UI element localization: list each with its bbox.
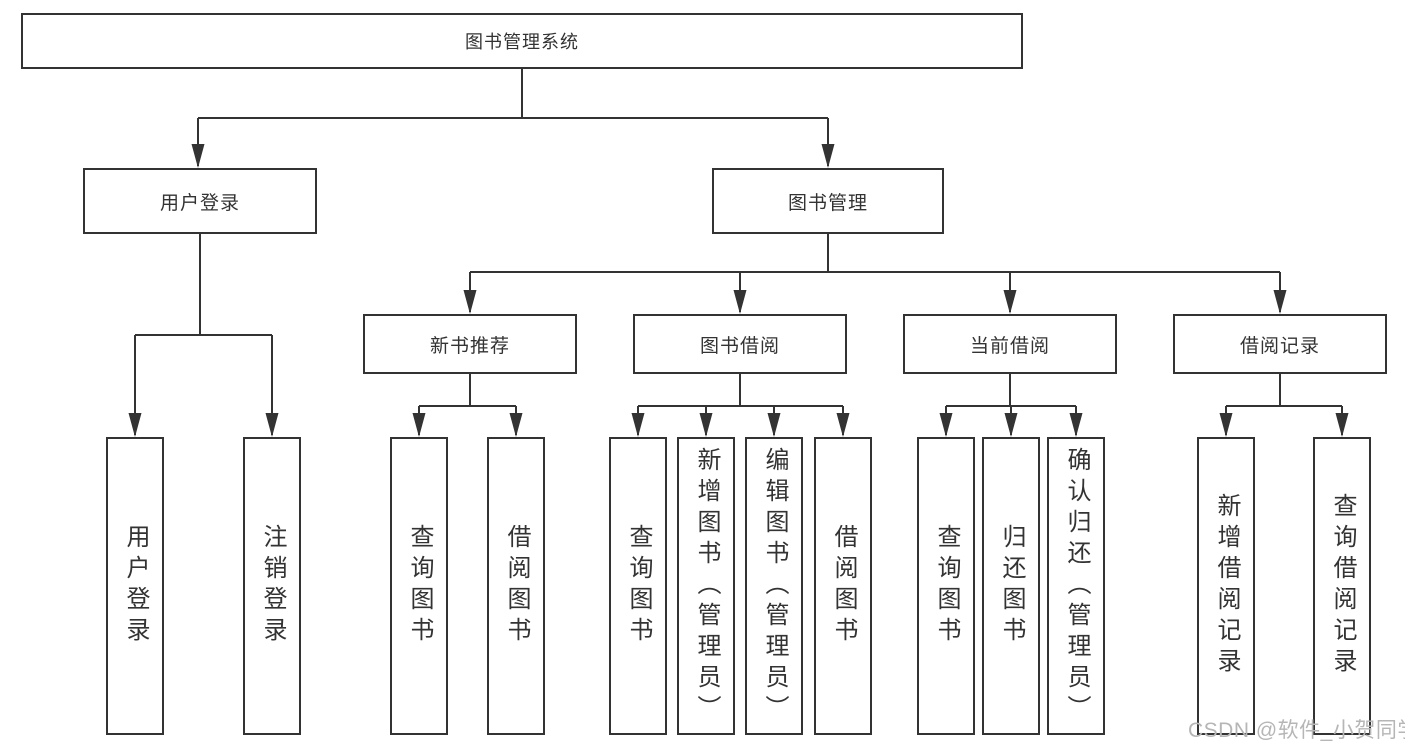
leaf-add-borrow-record: 新增借阅记录	[1197, 437, 1255, 735]
leaf-borrow-book: 借阅图书	[814, 437, 872, 735]
node-label: 归还图书	[998, 524, 1025, 648]
node-label: 借阅图书	[830, 524, 857, 648]
node-borrow-records: 借阅记录	[1173, 314, 1387, 374]
csdn-watermark: CSDN @软件_小贺同学	[1188, 719, 1405, 742]
leaf-edit-book-admin: 编辑图书（管理员）	[745, 437, 803, 735]
node-label: 查询图书	[933, 524, 960, 648]
node-label: 注销登录	[259, 524, 286, 648]
node-book-management: 图书管理	[712, 168, 944, 234]
leaf-query-book-current: 查询图书	[917, 437, 975, 735]
node-current-borrow: 当前借阅	[903, 314, 1117, 374]
node-label: 查询借阅记录	[1329, 493, 1356, 679]
leaf-user-login: 用户登录	[106, 437, 164, 735]
leaf-logout: 注销登录	[243, 437, 301, 735]
node-label: 借阅图书	[503, 524, 530, 648]
node-label: 用户登录	[122, 524, 149, 648]
node-label: 确认归还（管理员）	[1063, 446, 1090, 726]
leaf-add-book-admin: 新增图书（管理员）	[677, 437, 735, 735]
leaf-return-book: 归还图书	[982, 437, 1040, 735]
node-new-book-recommend: 新书推荐	[363, 314, 577, 374]
leaf-query-borrow-record: 查询借阅记录	[1313, 437, 1371, 735]
node-label: 编辑图书（管理员）	[761, 446, 788, 726]
leaf-borrow-book-recommend: 借阅图书	[487, 437, 545, 735]
connector-paths	[134, 69, 1343, 435]
node-root-library-system: 图书管理系统	[21, 13, 1023, 69]
node-label: 新增借阅记录	[1213, 493, 1240, 679]
node-user-login: 用户登录	[83, 168, 317, 234]
leaf-query-book-recommend: 查询图书	[390, 437, 448, 735]
node-label: 查询图书	[625, 524, 652, 648]
leaf-confirm-return-admin: 确认归还（管理员）	[1047, 437, 1105, 735]
node-label: 新增图书（管理员）	[693, 446, 720, 726]
leaf-query-book-borrow: 查询图书	[609, 437, 667, 735]
node-book-borrow: 图书借阅	[633, 314, 847, 374]
node-label: 查询图书	[406, 524, 433, 648]
